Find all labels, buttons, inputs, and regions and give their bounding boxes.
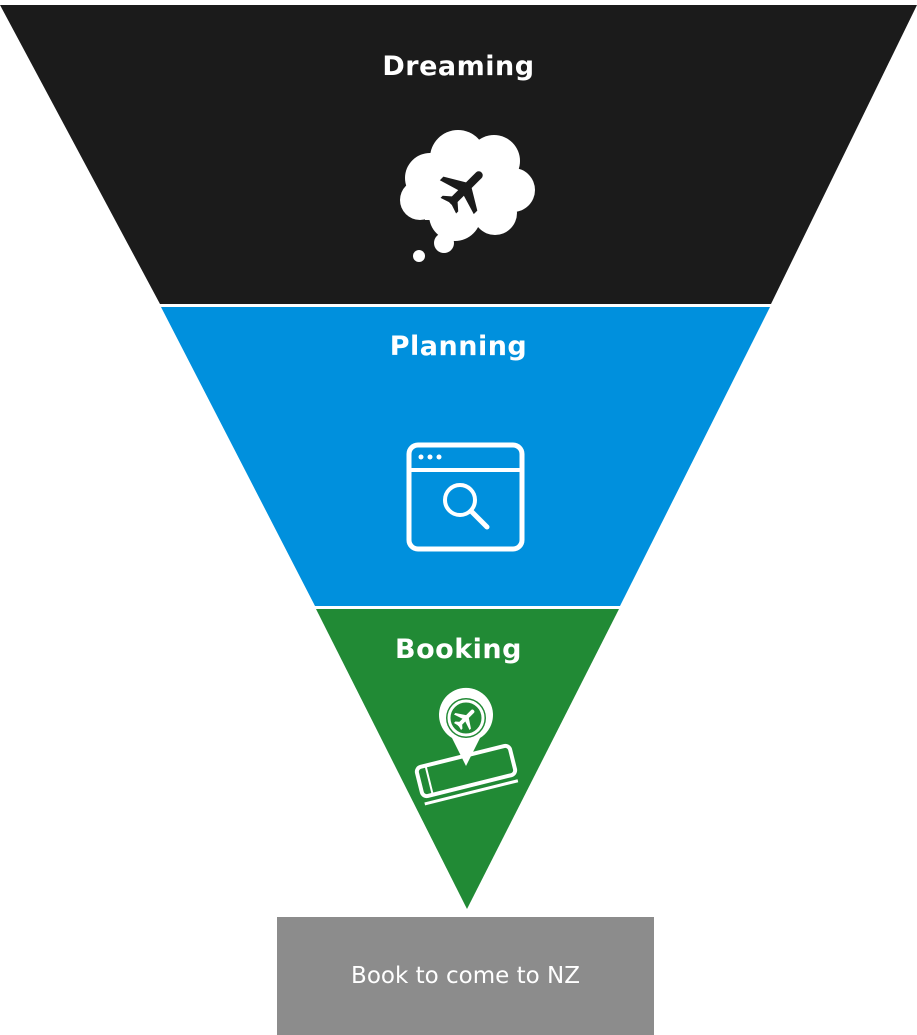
stage-band-planning (161, 307, 770, 606)
outcome-label: Book to come to NZ (351, 963, 580, 989)
thought-cloud-airplane-icon (400, 130, 535, 262)
stage-label-planning: Planning (389, 331, 528, 362)
outcome-box: Book to come to NZ (277, 917, 654, 1035)
stage-label-booking: Booking (395, 634, 522, 665)
browser-search-icon (406, 442, 525, 552)
stage-label-dreaming: Dreaming (382, 51, 535, 82)
phone-location-airplane-icon (414, 687, 519, 806)
